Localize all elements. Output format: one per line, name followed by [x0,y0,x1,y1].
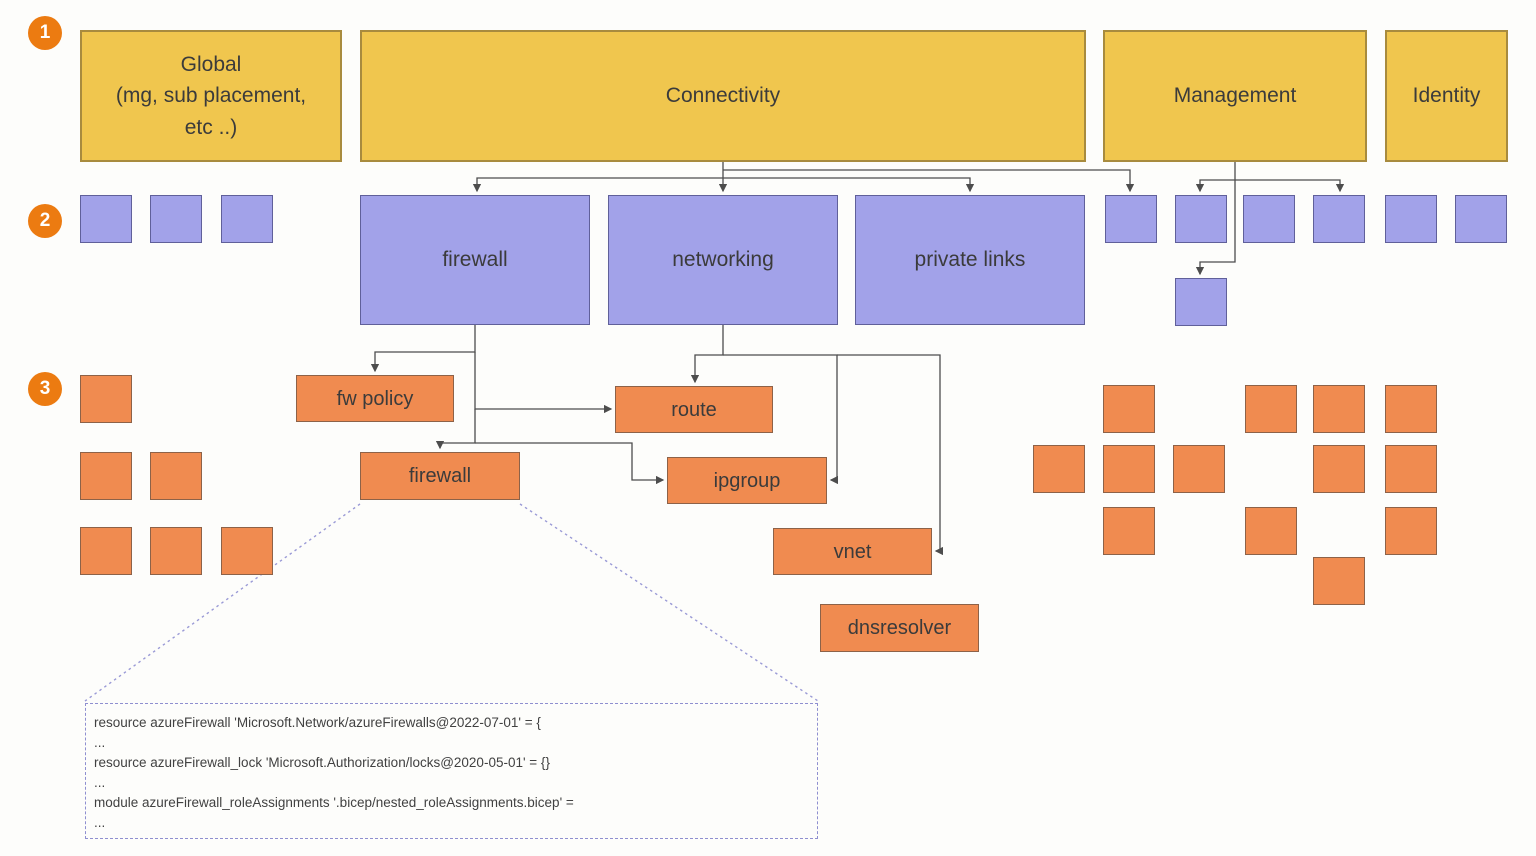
connector-arrow [723,177,975,193]
level2-module-square [1175,278,1227,326]
connector-arrow [472,177,723,193]
level2-box-networking: networking [608,195,838,325]
level-1-badge: 1 [28,16,62,50]
level2-module-square [1385,195,1437,243]
level3-resource-square [80,452,132,500]
code-line: ... [94,775,106,790]
level2-module-square [150,195,202,243]
code-line: resource azureFirewall 'Microsoft.Networ… [94,715,541,730]
bicep-code-callout: resource azureFirewall 'Microsoft.Networ… [85,703,818,839]
level3-resource-square [1313,557,1365,605]
level2-box-firewall: firewall [360,195,590,325]
level3-resource-square [1313,385,1365,433]
code-line: ... [94,815,106,830]
level3-resource-square [80,527,132,575]
level1-box-identity: Identity [1385,30,1508,162]
level-2-badge: 2 [28,204,62,238]
level3-resource-square [1033,445,1085,493]
connector-arrow [690,325,724,384]
level3-resource-square [1385,445,1437,493]
connector-arrow [1195,162,1236,193]
level3-resource-square [150,527,202,575]
code-line: resource azureFirewall_lock 'Microsoft.A… [94,755,550,770]
level3-resource-square [1245,507,1297,555]
level3-resource-square [80,375,132,423]
level2-box-private-links: private links [855,195,1085,325]
level2-module-square [1313,195,1365,243]
level2-module-square [1105,195,1157,243]
level3-box-route: route [615,386,773,433]
level2-module-square [80,195,132,243]
level3-resource-square [1103,385,1155,433]
level3-box-firewall: firewall [360,452,520,500]
code-line: ... [94,735,106,750]
level3-resource-square [1173,445,1225,493]
connector-arrow [370,325,476,373]
connector-arrow [474,352,613,414]
level1-box-global: Global (mg, sub placement, etc ..) [80,30,342,162]
level3-resource-square [221,527,273,575]
level3-resource-square [1103,445,1155,493]
level3-box-dnsresolver: dnsresolver [820,604,979,652]
level3-resource-square [150,452,202,500]
level3-resource-square [1103,507,1155,555]
level3-resource-square [1245,385,1297,433]
level2-module-square [1455,195,1507,243]
level1-box-management: Management [1103,30,1367,162]
level2-module-square [1243,195,1295,243]
level3-box-ipgroup: ipgroup [667,457,827,504]
level3-resource-square [1385,385,1437,433]
code-line: module azureFirewall_roleAssignments '.b… [94,795,574,810]
level-3-badge: 3 [28,372,62,406]
level3-resource-square [1313,445,1365,493]
level3-box-fw-policy: fw policy [296,375,454,422]
level3-box-vnet: vnet [773,528,932,575]
level1-box-connectivity: Connectivity [360,30,1086,162]
level3-resource-square [1385,507,1437,555]
level2-module-square [1175,195,1227,243]
level2-module-square [221,195,273,243]
connector-arrow [1235,179,1345,193]
connector-arrow [723,169,1135,193]
connector-arrow [837,354,944,556]
